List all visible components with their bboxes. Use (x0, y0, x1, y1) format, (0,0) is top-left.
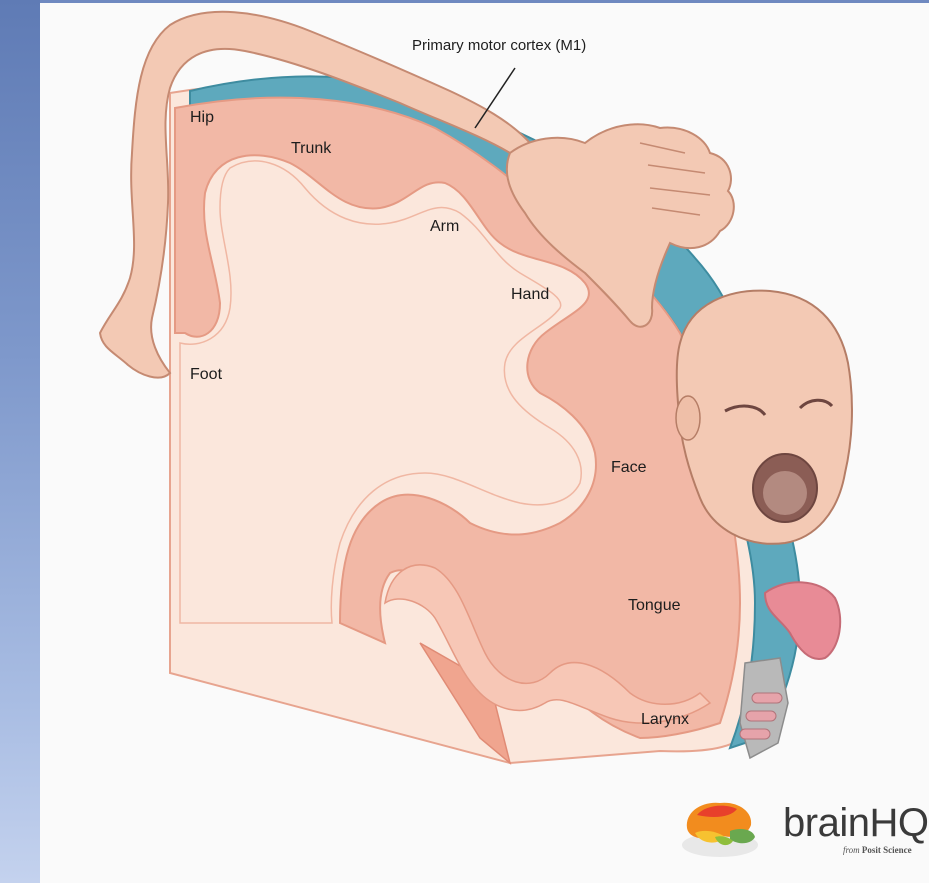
logo-brain-text: brain (783, 801, 869, 845)
logo-company-text: Posit Science (862, 845, 912, 855)
diagram-canvas: Primary motor cortex (M1) Hip Trunk Arm … (40, 3, 929, 883)
logo-subtitle: from Posit Science (843, 845, 912, 855)
label-trunk: Trunk (291, 140, 331, 158)
label-hip: Hip (190, 109, 214, 127)
label-foot: Foot (190, 366, 222, 384)
brainhq-logo: brainHQ from Posit Science (675, 793, 929, 873)
motor-homunculus-diagram (40, 3, 929, 883)
mouth-inner (763, 471, 807, 515)
label-arm: Arm (430, 218, 459, 236)
label-tongue: Tongue (628, 597, 681, 615)
label-larynx: Larynx (641, 711, 689, 729)
label-hand: Hand (511, 286, 549, 304)
logo-from-text: from (843, 845, 860, 855)
logo-hq-text: HQ (869, 801, 928, 845)
brain-logo-icon (675, 793, 785, 873)
homunculus-ear (676, 396, 700, 440)
label-face: Face (611, 459, 647, 477)
logo-wordmark: brainHQ (783, 801, 928, 846)
left-border-strip (0, 0, 40, 883)
homunculus-larynx (740, 658, 788, 758)
diagram-title: Primary motor cortex (M1) (412, 37, 586, 54)
